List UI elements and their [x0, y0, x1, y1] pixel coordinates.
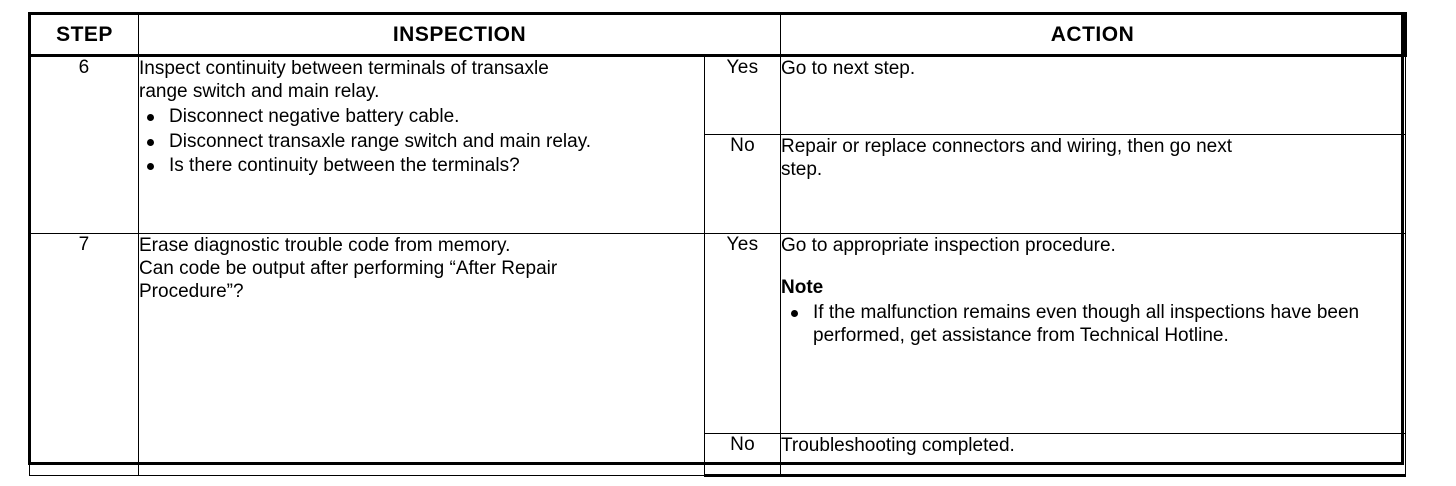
troubleshooting-table: STEP INSPECTION ACTION 6 Inspect continu…: [28, 12, 1408, 477]
table-header-row: STEP INSPECTION ACTION: [28, 12, 1408, 57]
table-row: No Troubleshooting completed.: [30, 433, 1407, 477]
action-lead: Troubleshooting completed.: [781, 434, 1405, 457]
table-row: 7 Erase diagnostic trouble code from mem…: [29, 233, 1407, 476]
action-lead: Go to appropriate inspection procedure.: [781, 234, 1405, 257]
inspection-lead-line: range switch and main relay.: [139, 81, 380, 103]
inspection-lead-line: Procedure”?: [139, 281, 244, 303]
step-number-cell: 7: [29, 233, 139, 476]
column-header-inspection: INSPECTION: [137, 12, 782, 57]
inspection-cell: Erase diagnostic trouble code from memor…: [138, 233, 705, 476]
action-cell: Troubleshooting completed.: [780, 433, 1407, 477]
action-lead-line: Go to appropriate inspection procedure.: [781, 235, 1116, 256]
table-row: 6 Inspect continuity between terminals o…: [29, 55, 1407, 234]
answer-cell-no: No: [703, 433, 782, 477]
inspection-lead: Erase diagnostic trouble code from memor…: [139, 234, 704, 304]
inspection-bullet: Disconnect negative battery cable.: [139, 105, 704, 128]
inspection-cell: Inspect continuity between terminals of …: [138, 55, 705, 234]
inspection-bullet: Disconnect transaxle range switch and ma…: [139, 130, 704, 153]
inspection-lead-line: Can code be output after performing “Aft…: [139, 258, 558, 280]
note-bullet-list: If the malfunction remains even though a…: [781, 301, 1405, 347]
inspection-bullet: Is there continuity between the terminal…: [139, 154, 704, 177]
answer-cell-no: No: [703, 134, 782, 234]
step-number-cell: 6: [29, 55, 139, 234]
inspection-bullet-list: Disconnect negative battery cable. Disco…: [139, 105, 704, 177]
inspection-lead-line: Inspect continuity between terminals of …: [139, 58, 549, 79]
column-header-step: STEP: [28, 12, 139, 57]
action-spacer: [781, 258, 1405, 276]
action-lead-line: Go to next step.: [781, 58, 916, 79]
action-lead-line: Troubleshooting completed.: [781, 435, 1015, 456]
table-row: No Repair or replace connectors and wiri…: [30, 134, 1407, 234]
action-lead: Repair or replace connectors and wiring,…: [781, 135, 1405, 181]
answer-cell-yes: Yes: [703, 233, 782, 434]
inspection-lead-line: Erase diagnostic trouble code from memor…: [139, 235, 511, 256]
column-header-action: ACTION: [780, 12, 1408, 57]
action-lead-line: Repair or replace connectors and wiring,…: [781, 136, 1232, 157]
note-bullet: If the malfunction remains even though a…: [781, 301, 1405, 347]
note-heading: Note: [781, 277, 824, 299]
inspection-lead: Inspect continuity between terminals of …: [139, 57, 704, 103]
action-cell: Go to next step.: [780, 55, 1407, 135]
action-lead: Go to next step.: [781, 57, 1405, 80]
action-cell: Go to appropriate inspection procedure. …: [780, 233, 1407, 434]
action-lead-line: step.: [781, 159, 823, 181]
action-cell: Repair or replace connectors and wiring,…: [780, 134, 1407, 234]
answer-cell-yes: Yes: [703, 55, 782, 135]
